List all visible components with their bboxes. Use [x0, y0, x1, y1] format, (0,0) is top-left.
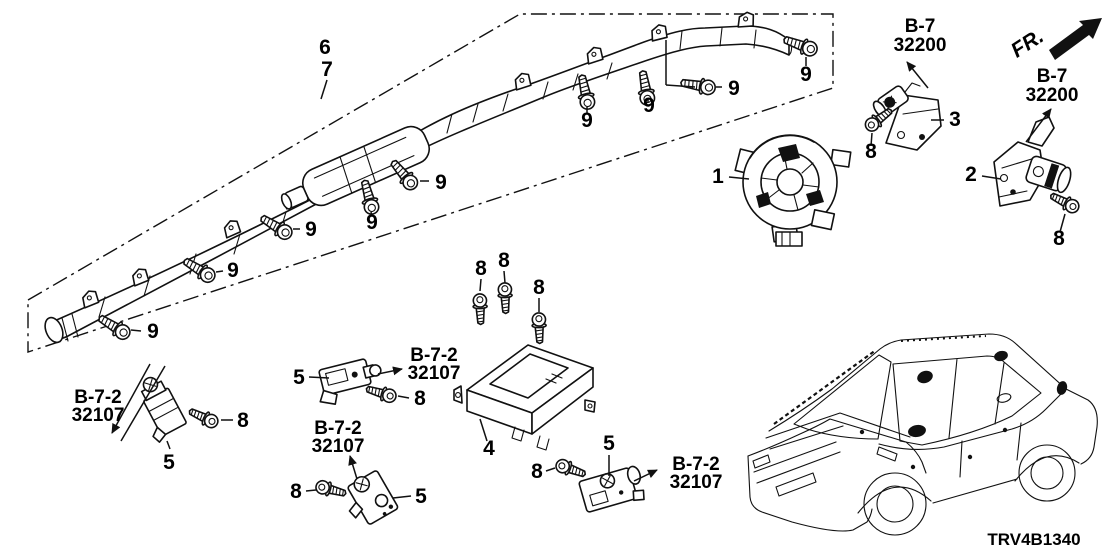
side-impact-sensor-icon [347, 470, 399, 525]
leader-line [503, 270, 506, 284]
callout-9: 9 [305, 218, 317, 241]
side-impact-sensor-icon [140, 376, 187, 443]
leader-line [479, 418, 488, 442]
ref-label-number: 32107 [670, 472, 723, 493]
impact-sensor-bracket-left-icon [993, 116, 1072, 207]
srs-unit-icon [453, 344, 596, 451]
callout-3: 3 [949, 108, 961, 131]
leader-line [320, 79, 328, 100]
ref-label-connector: B-7-2 [672, 454, 720, 475]
ref-label-connector: B-7 [905, 16, 936, 37]
leader-line [215, 270, 224, 273]
callout-5: 5 [415, 485, 427, 508]
callout-5: 5 [293, 366, 305, 389]
ref-label-connector: B-7-2 [314, 418, 362, 439]
ref-label-connector: B-7-2 [410, 345, 458, 366]
leader-line [120, 365, 166, 442]
tapping-screw-icon [363, 381, 399, 406]
callout-8: 8 [290, 480, 302, 503]
callout-8: 8 [237, 409, 249, 432]
callout-8: 8 [475, 257, 487, 280]
callout-2: 2 [965, 163, 977, 186]
leader-line [981, 175, 1002, 180]
leader-line [397, 395, 410, 399]
leader-line [370, 211, 373, 217]
callout-9: 9 [227, 259, 239, 282]
reference-arrow [111, 363, 151, 434]
leader-line [728, 176, 750, 180]
ref-label-number: 32200 [1026, 85, 1079, 106]
callout-9: 9 [435, 171, 447, 194]
callout-8: 8 [498, 249, 510, 272]
leader-line [545, 467, 556, 472]
cable-reel-icon [734, 134, 852, 247]
callout-8: 8 [531, 460, 543, 483]
tapping-screw-icon [313, 478, 349, 502]
reference-arrow [377, 366, 403, 376]
callout-9: 9 [800, 63, 812, 86]
leader-line [130, 329, 142, 332]
callout-9: 9 [366, 211, 378, 234]
side-impact-sensor-icon [578, 465, 645, 513]
leader-lines [111, 40, 1066, 499]
tapping-screw-icon [553, 456, 589, 482]
vehicle-rear-view-icon [747, 333, 1098, 536]
side-impact-sensor-icon [318, 358, 382, 405]
impact-sensor-bracket-right-icon [872, 82, 942, 151]
ref-label-number: 32200 [894, 35, 947, 56]
leader-line [305, 489, 317, 492]
callout-9: 9 [581, 109, 593, 132]
reference-arrow [348, 455, 358, 480]
leader-line [166, 440, 171, 450]
tapping-screw-icon [471, 292, 489, 326]
leader-line [1059, 213, 1066, 233]
ref-label-number: 32107 [312, 436, 365, 457]
flange-bolt-icon [94, 310, 134, 344]
callout-9: 9 [147, 320, 159, 343]
reference-arrow [1025, 108, 1052, 143]
leader-line [870, 132, 873, 147]
leader-line [308, 376, 330, 379]
callout-8: 8 [865, 140, 877, 163]
leader-line [392, 495, 412, 499]
callout-8: 8 [533, 276, 545, 299]
tapping-screw-icon [496, 281, 514, 315]
callout-5: 5 [163, 451, 175, 474]
tapping-screw-icon [530, 311, 548, 345]
callout-1: 1 [712, 165, 724, 188]
leader-line [479, 278, 482, 292]
ref-label-number: 32107 [408, 363, 461, 384]
side-curtain-airbag-icon [44, 11, 793, 344]
callout-9: 9 [643, 94, 655, 117]
callout-5: 5 [603, 432, 615, 455]
leader-line [665, 84, 696, 88]
callout-8: 8 [414, 387, 426, 410]
tapping-screw-icon [185, 403, 222, 431]
inflator-module [280, 125, 431, 210]
ref-label-connector: B-7-2 [74, 387, 122, 408]
reference-arrow [906, 61, 929, 89]
callout-8: 8 [1053, 227, 1065, 250]
diagram-code: TRV4B1340 [987, 530, 1080, 549]
callout-4: 4 [483, 437, 495, 460]
tapping-screw-icon [1046, 188, 1083, 217]
ref-label-connector: B-7 [1037, 66, 1068, 87]
fr-direction-label: FR. [1007, 25, 1048, 63]
ref-label-number: 32107 [72, 405, 125, 426]
callout-9: 9 [728, 77, 740, 100]
sensor-location-markers [859, 350, 1068, 470]
fr-direction-arrow [1049, 18, 1102, 60]
callout-6: 6 [319, 36, 331, 59]
callout-7: 7 [321, 58, 333, 81]
reference-arrow [633, 469, 658, 482]
dash-dot-boundary [27, 13, 834, 353]
